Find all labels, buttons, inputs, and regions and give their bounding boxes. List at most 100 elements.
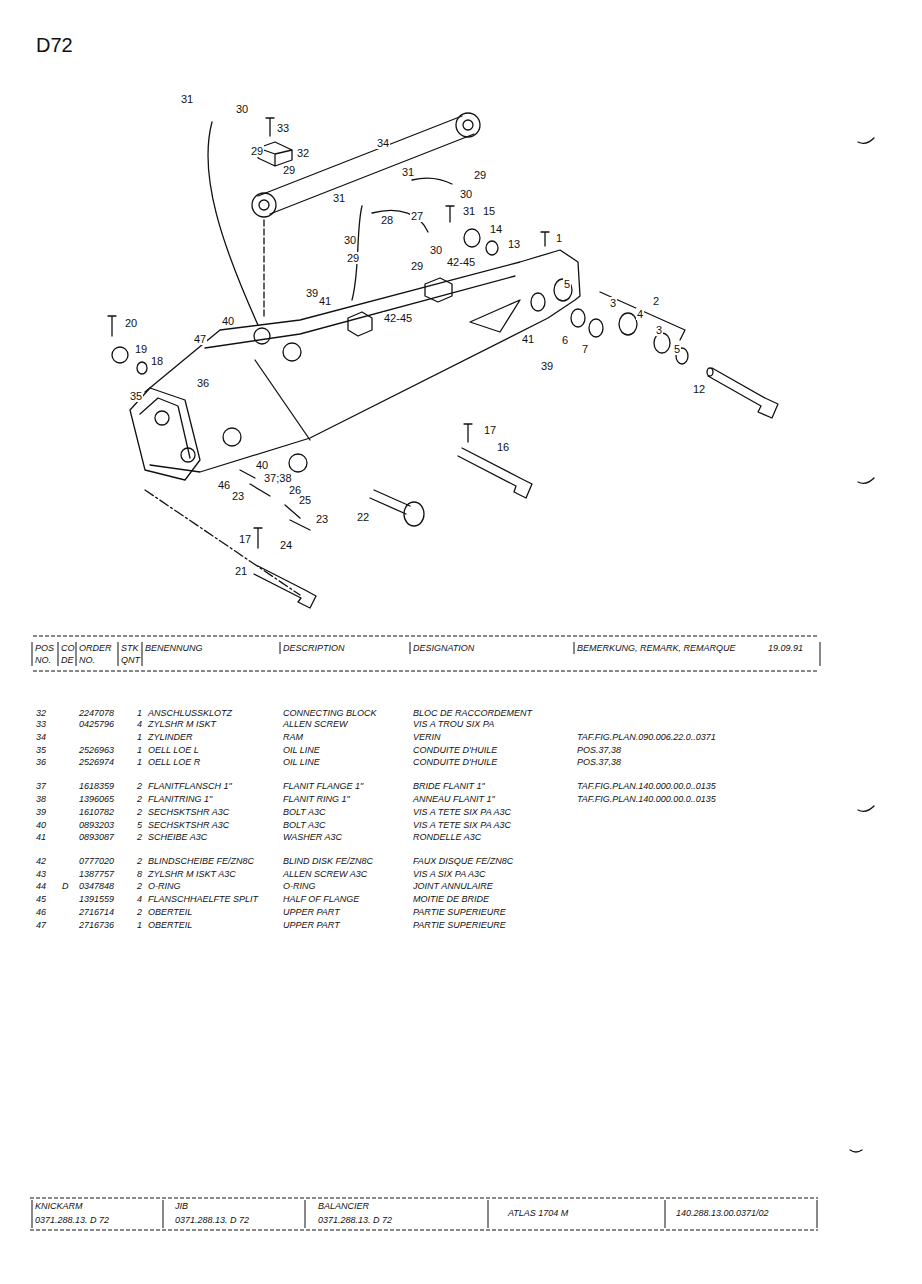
table-cell: 2247078 (79, 707, 114, 719)
table-cell: 36 (36, 756, 46, 768)
pin (708, 368, 778, 418)
callout-number: 30 (459, 188, 473, 200)
cylinder-eye-hole (463, 120, 473, 130)
callout-number: 42-45 (383, 312, 413, 324)
callout-number: 21 (234, 565, 248, 577)
table-cell: 40 (36, 819, 46, 831)
callout-number: 29 (282, 164, 296, 176)
table-cell: 42 (36, 855, 46, 867)
callout-number: 31 (401, 166, 415, 178)
table-cell: 47 (36, 919, 46, 931)
callout-number: 22 (356, 511, 370, 523)
boom-plate (205, 276, 520, 440)
table-header: DESCRIPTION (283, 642, 345, 654)
callout-number: 24 (279, 539, 293, 551)
table-cell: TAF.FIG.PLAN.140.000.00.0..0135 (577, 793, 716, 805)
callout-number: 2 (652, 295, 660, 307)
callout-number: 3 (609, 297, 617, 309)
table-cell: BOLT A3C (283, 819, 326, 831)
table-cell: 2 (137, 780, 142, 792)
footer-text: 0371.288.13. D 72 (175, 1214, 249, 1226)
cylinder-eye (456, 113, 480, 137)
callout-number: 17 (483, 424, 497, 436)
callout-number: 12 (692, 383, 706, 395)
table-cell: VIS A TETE SIX PA A3C (413, 819, 511, 831)
table-cell: 1396065 (79, 793, 114, 805)
callout-number: 28 (380, 214, 394, 226)
pin-lug (404, 502, 424, 526)
table-cell: 2 (137, 793, 142, 805)
table-cell: BLINDSCHEIBE FE/ZN8C (148, 855, 254, 867)
table-cell: 1391559 (79, 893, 114, 905)
callout-number: 30 (343, 234, 357, 246)
center-line (145, 490, 300, 595)
callout-number: 34 (376, 137, 390, 149)
table-cell: MOITIE DE BRIDE (413, 893, 489, 905)
table-cell: OBERTEIL (148, 906, 192, 918)
footer-text: JIB (175, 1200, 188, 1212)
cylinder-eye (252, 193, 276, 217)
table-cell: VIS A TETE SIX PA A3C (413, 806, 511, 818)
table-cell: ZYLSHR M ISKT (148, 718, 216, 730)
callout-number: 13 (507, 238, 521, 250)
table-cell: BLIND DISK FE/ZN8C (283, 855, 373, 867)
table-cell: 35 (36, 744, 46, 756)
footer-text: 140.288.13.00.0371/02 (676, 1207, 769, 1219)
oil-hose (352, 206, 428, 300)
pin (254, 566, 316, 608)
table-cell: 32 (36, 707, 46, 719)
callout-number: 5 (563, 278, 571, 290)
table-cell: 1 (137, 707, 142, 719)
callout-number: 32 (296, 147, 310, 159)
oil-hose (412, 178, 452, 184)
table-cell: JOINT ANNULAIRE (413, 880, 493, 892)
callout-number: 19 (134, 343, 148, 355)
footer-text: ATLAS 1704 M (508, 1207, 568, 1219)
table-cell: OIL LINE (283, 756, 320, 768)
leader-line (263, 220, 264, 318)
table-cell: 1618359 (79, 780, 114, 792)
table-cell: 38 (36, 793, 46, 805)
footer-text: 0371.288.13. D 72 (35, 1214, 109, 1226)
callout-number: 30 (235, 103, 249, 115)
pin (458, 448, 532, 498)
callout-number: 39 (540, 360, 554, 372)
callout-number: 46 (217, 479, 231, 491)
table-cell: PARTIE SUPERIEURE (413, 906, 506, 918)
callout-number: 3 (655, 324, 663, 336)
table-cell: CONDUITE D'HUILE (413, 744, 497, 756)
table-cell: ALLEN SCREW (283, 718, 348, 730)
table-cell: CONNECTING BLOCK (283, 707, 377, 719)
callout-number: 35 (129, 390, 143, 402)
table-cell: FLANIT FLANGE 1" (283, 780, 363, 792)
table-cell: 2 (137, 831, 142, 843)
footer-text: 0371.288.13. D 72 (318, 1214, 392, 1226)
bushing (589, 319, 603, 337)
callout-number: 20 (124, 317, 138, 329)
bolt (254, 528, 262, 548)
pin-end (707, 368, 713, 376)
table-cell: 1 (137, 919, 142, 931)
callout-number: 29 (346, 252, 360, 264)
bolt (446, 206, 454, 222)
pin-hole (554, 279, 572, 301)
table-header: BENENNUNG (145, 642, 203, 654)
table-cell: D (62, 880, 69, 892)
table-cell: WASHER A3C (283, 831, 342, 843)
table-cell: BLOC DE RACCORDEMENT (413, 707, 532, 719)
bushing (571, 309, 585, 327)
table-cell: SECHSKTSHR A3C (148, 819, 229, 831)
table-header: ORDER (79, 642, 112, 654)
table-header: DE (61, 654, 74, 666)
table-header: NO. (35, 654, 51, 666)
callout-number: 41 (521, 333, 535, 345)
table-cell: 41 (36, 831, 46, 843)
table-cell: ANNEAU FLANIT 1" (413, 793, 495, 805)
table-cell: 0425796 (79, 718, 114, 730)
callout-number: 23 (315, 513, 329, 525)
table-cell: FLANIT RING 1" (283, 793, 350, 805)
bracket-mark (600, 292, 685, 340)
callout-number: 17 (238, 533, 252, 545)
table-cell: 34 (36, 731, 46, 743)
